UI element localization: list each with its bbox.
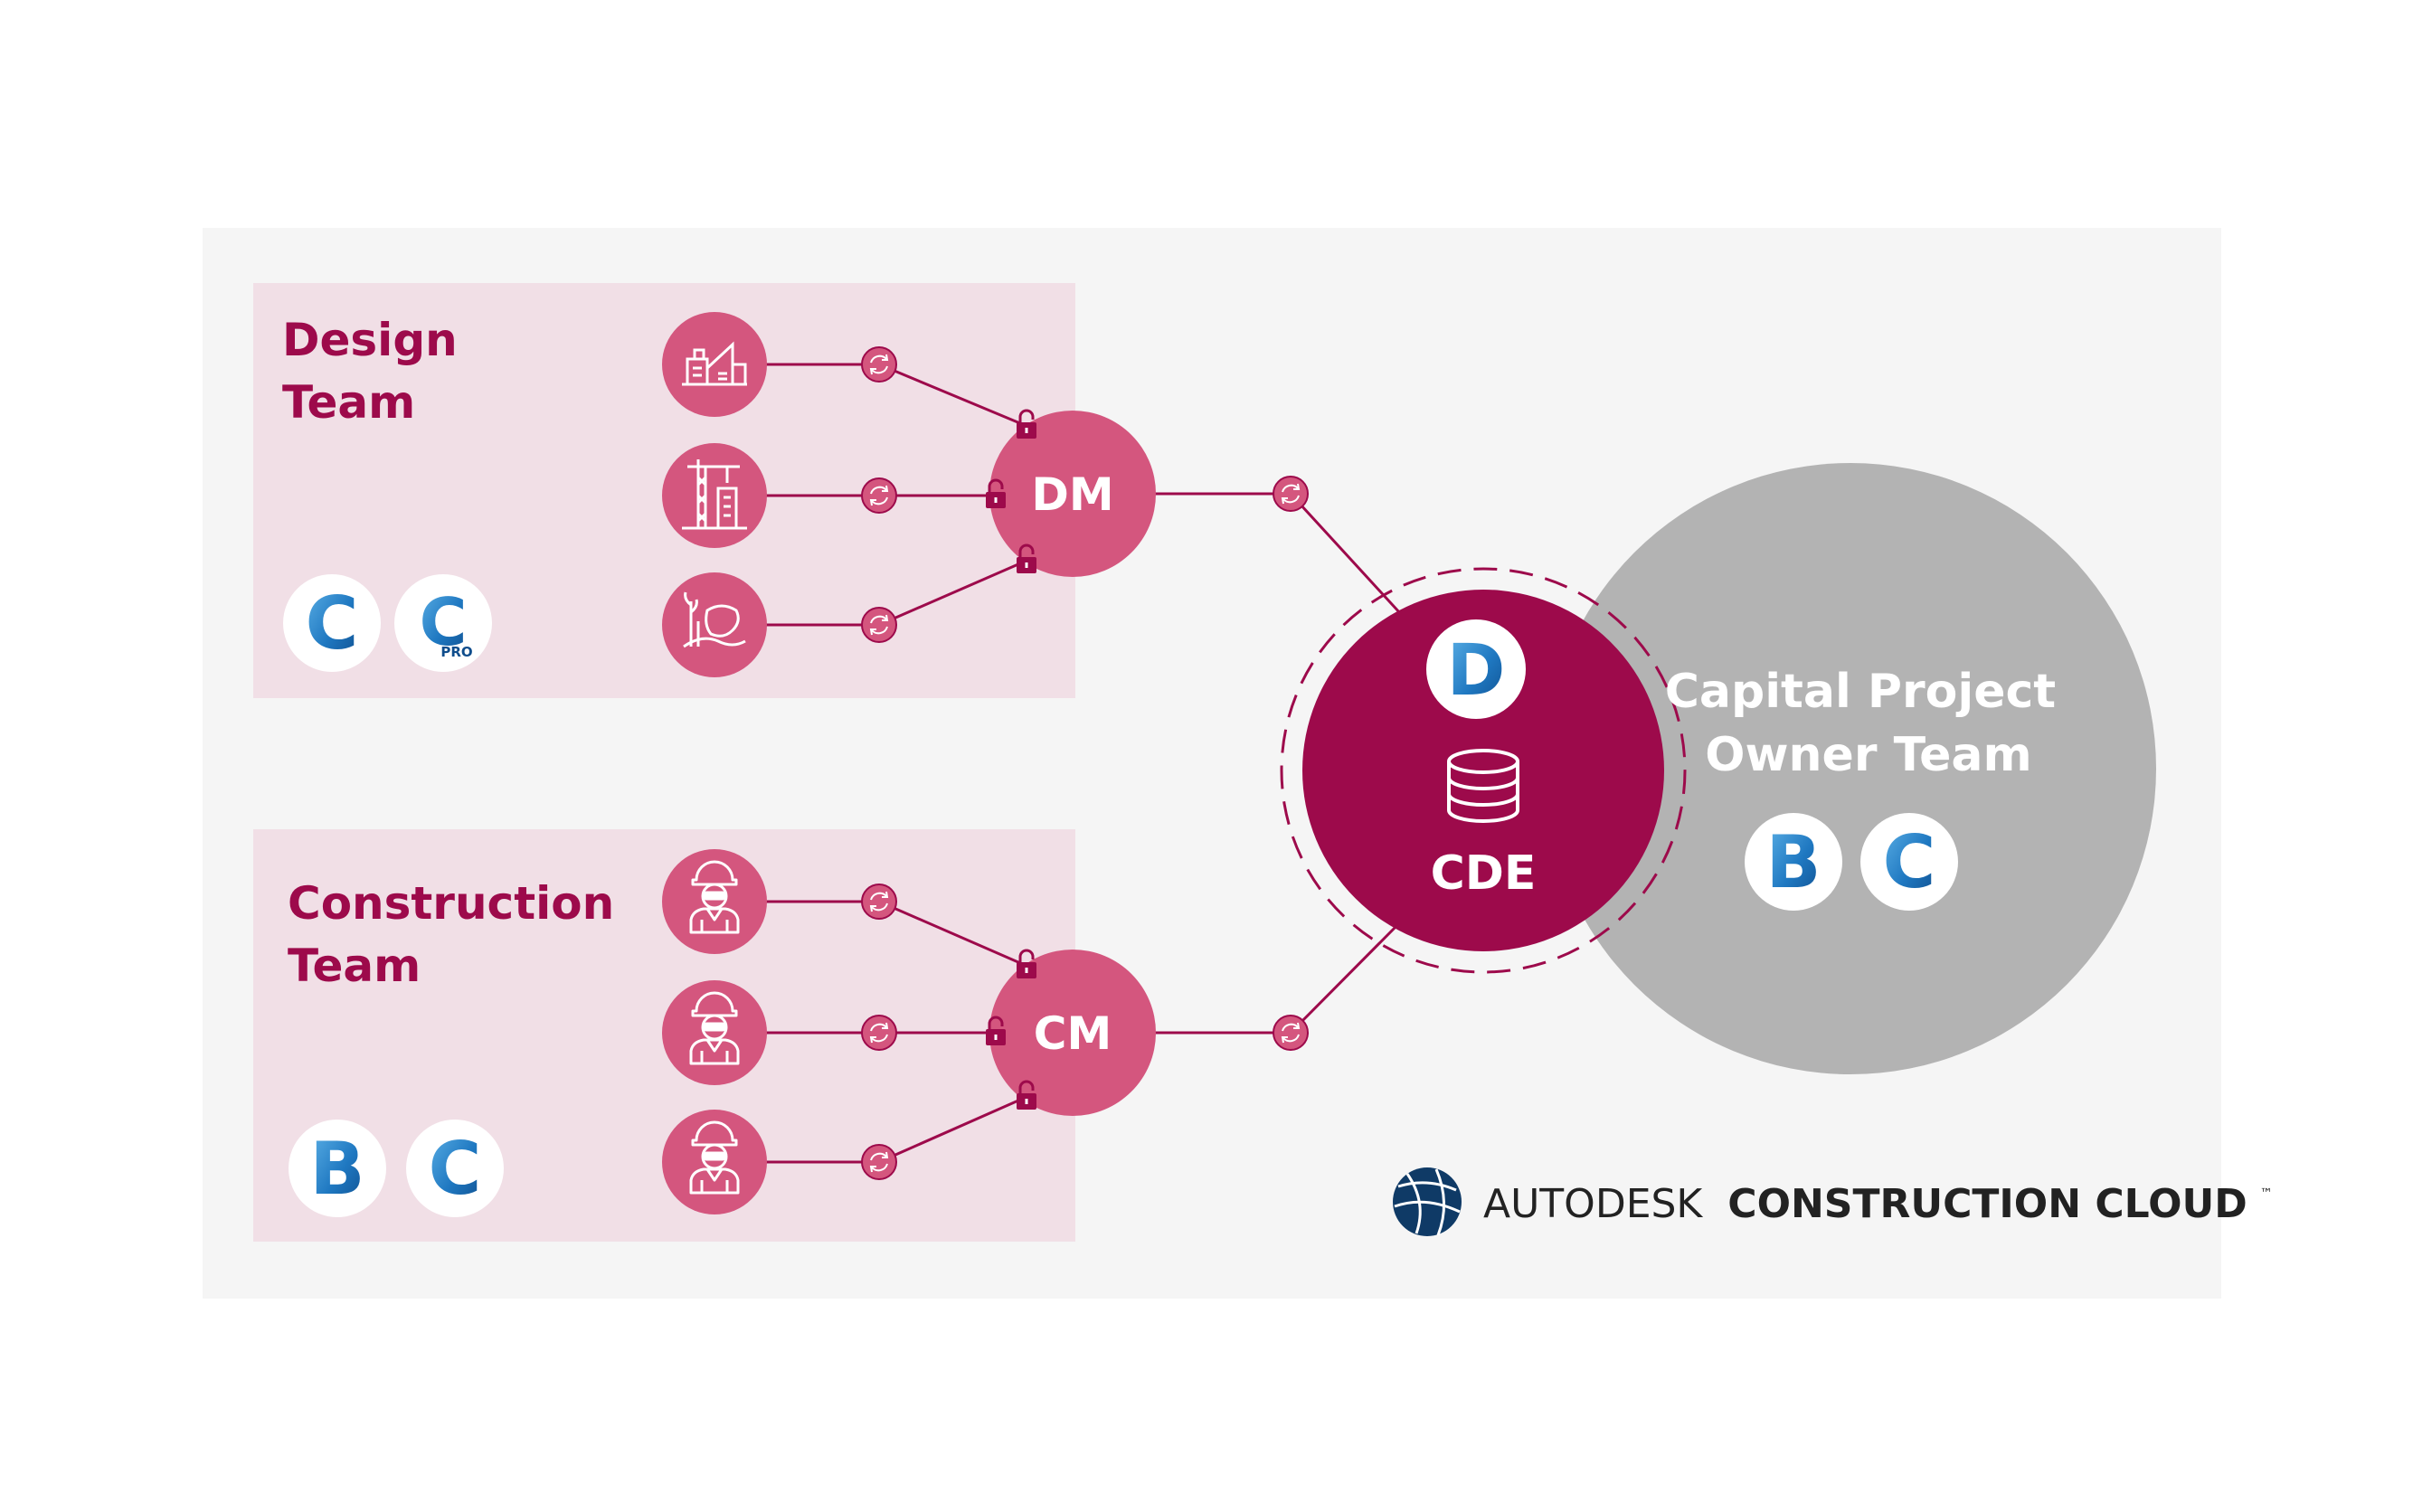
owner-app-badge-1: B	[1745, 813, 1842, 911]
crane-construction-icon	[682, 459, 747, 530]
design-team-title: Design Team	[282, 314, 473, 429]
sync-icon	[861, 607, 897, 643]
badge-letter: B	[1766, 820, 1822, 904]
construction-team-title-line1: Construction	[288, 877, 614, 930]
construction-app-badge-1: B	[289, 1120, 386, 1217]
owner-team-title: Capital Project Owner Team	[1665, 665, 2073, 782]
cm-hub-label: CM	[1034, 1007, 1112, 1060]
building-icon	[682, 341, 747, 386]
construction-app-badge-2: C	[406, 1120, 504, 1217]
cde-dashed-ring	[1280, 567, 1687, 974]
cde-label: CDE	[1431, 846, 1537, 901]
brand-name-bold: CONSTRUCTION CLOUD	[1727, 1181, 2247, 1227]
sync-icon	[861, 1015, 897, 1051]
badge-sub-label: PRO	[440, 644, 472, 660]
owner-app-badge-2: C	[1860, 813, 1958, 911]
landscape-site-icon	[683, 591, 746, 648]
sync-icon	[861, 346, 897, 383]
badge-letter: C	[1883, 820, 1936, 904]
owner-team-title-line2: Owner Team	[1705, 728, 2031, 782]
sync-icon	[1273, 1015, 1309, 1051]
sync-icon	[1273, 476, 1309, 512]
brand-name-light: AUTODESK	[1483, 1181, 1703, 1227]
cde-circle: D CDE	[1302, 590, 1664, 951]
badge-letter: C	[306, 581, 359, 666]
construction-team-title: Construction Team	[288, 877, 630, 992]
badge-letter: C	[429, 1127, 482, 1211]
autodesk-wordmark: AUTODESK CONSTRUCTION CLOUD ™	[1483, 1181, 2273, 1227]
design-member-building	[662, 312, 767, 417]
cde-app-badge	[1426, 619, 1526, 719]
database-icon	[1447, 749, 1519, 823]
owner-team-circle	[1545, 463, 2156, 1074]
owner-team-title-line1: Capital Project	[1665, 665, 2056, 719]
sync-icon	[861, 1144, 897, 1180]
construction-member-1	[662, 849, 767, 954]
design-member-crane	[662, 443, 767, 548]
cde-badge-letter: D	[1447, 630, 1506, 712]
design-app-badge-1: C	[283, 574, 381, 672]
badge-letter: C	[420, 584, 468, 660]
autodesk-globe-logo	[1393, 1167, 1462, 1236]
brand-trademark: ™	[2260, 1186, 2273, 1201]
cm-hub: CM	[989, 950, 1156, 1116]
badge-letter: B	[310, 1127, 365, 1211]
dm-hub: DM	[989, 411, 1156, 577]
construction-member-2	[662, 980, 767, 1085]
design-team-title-line2: Team	[282, 376, 415, 429]
sync-icon	[861, 884, 897, 920]
design-app-badge-2: C PRO	[394, 574, 492, 672]
construction-member-3	[662, 1110, 767, 1214]
design-team-title-line1: Design	[282, 314, 458, 366]
dm-hub-label: DM	[1031, 468, 1113, 521]
sync-icon	[861, 477, 897, 514]
construction-team-title-line2: Team	[288, 940, 421, 992]
design-member-landscape	[662, 572, 767, 677]
